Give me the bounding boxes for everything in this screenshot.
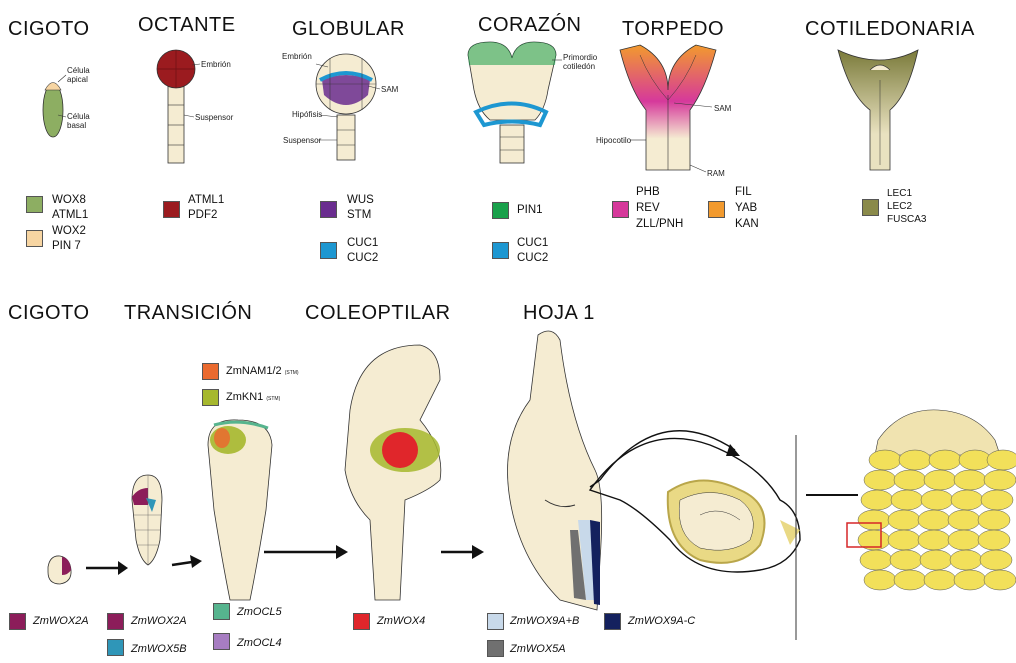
swatch-lec <box>862 199 879 216</box>
gene-stm: STM <box>347 208 371 223</box>
gene-lec2: LEC2 <box>887 200 912 213</box>
swatch-wus <box>320 201 337 218</box>
swatch-phb <box>612 201 629 218</box>
gene-atml1-a: ATML1 <box>52 208 88 223</box>
swatch-zmwox5a <box>487 640 504 657</box>
heart-drawing <box>468 42 562 163</box>
gene-atml1-b: ATML1 <box>188 193 224 208</box>
gene-cuc2-b: CUC2 <box>517 251 548 266</box>
maize-leaf1 <box>508 331 602 610</box>
gene-pin1: PIN1 <box>517 203 543 218</box>
gene-cuc1-a: CUC1 <box>347 236 378 251</box>
gene-zll: ZLL/PNH <box>636 217 683 232</box>
label-sam-torpedo: SAM <box>714 104 731 113</box>
gene-fil: FIL <box>735 185 752 200</box>
tag-zmnam: ZmNAM1/2 (STM) <box>226 365 299 377</box>
swatch-atml1 <box>163 201 180 218</box>
gene-zmwox4: ZmWOX4 <box>377 615 425 627</box>
swatch-zmocl4 <box>213 633 230 650</box>
swatch-zmwox2a-1 <box>9 613 26 630</box>
gene-wus: WUS <box>347 193 374 208</box>
tag-zmkn1: ZmKN1 (STM) <box>226 391 280 403</box>
swatch-wox2 <box>26 230 43 247</box>
label-celula-apical-2: apical <box>67 75 88 84</box>
swatch-zmwox5b <box>107 639 124 656</box>
gene-zmwox5b: ZmWOX5B <box>131 643 187 655</box>
maize-zygote <box>48 556 71 584</box>
gene-zmwox9ac: ZmWOX9A-C <box>628 615 695 627</box>
maize-cob <box>847 410 1016 590</box>
maize-transition-late <box>208 420 272 600</box>
swatch-fil <box>708 201 725 218</box>
label-hipofisis: Hipófisis <box>292 110 322 119</box>
label-celula-apical-1: Célula <box>67 66 90 75</box>
maize-transition <box>132 475 162 565</box>
zygote-drawing <box>43 75 66 137</box>
label-primordio-1: Primordio <box>563 53 597 62</box>
gene-fusca3: FUSCA3 <box>887 213 926 226</box>
maize-coleoptilar <box>345 345 441 600</box>
label-celula-basal-2: basal <box>67 121 86 130</box>
swatch-cuc-corazon <box>492 242 509 259</box>
torpedo-drawing <box>620 45 716 172</box>
gene-cuc1-b: CUC1 <box>517 236 548 251</box>
swatch-zmwox2a-2 <box>107 613 124 630</box>
octant-drawing <box>157 50 200 163</box>
cotyledonary-drawing <box>838 50 918 170</box>
gene-cuc2-a: CUC2 <box>347 251 378 266</box>
maize-seed-section <box>590 431 800 572</box>
label-suspensor-octante: Suspensor <box>195 113 233 122</box>
label-embrion-octante: Embrión <box>201 60 231 69</box>
divider-line <box>796 435 858 640</box>
gene-zmocl4: ZmOCL4 <box>237 637 282 649</box>
gene-lec1: LEC1 <box>887 187 912 200</box>
swatch-wox8 <box>26 196 43 213</box>
gene-zmwox9ab: ZmWOX9A+B <box>510 615 579 627</box>
label-hipocotilo: Hipocotilo <box>596 136 631 145</box>
label-sam-globular: SAM <box>381 85 398 94</box>
gene-pin7: PIN 7 <box>52 239 81 254</box>
gene-zmwox2a-2: ZmWOX2A <box>131 615 187 627</box>
label-primordio-2: cotiledón <box>563 62 595 71</box>
gene-kan: KAN <box>735 217 759 232</box>
swatch-zmwox9ab <box>487 613 504 630</box>
gene-phb: PHB <box>636 185 660 200</box>
gene-wox2: WOX2 <box>52 224 86 239</box>
gene-yab: YAB <box>735 201 757 216</box>
gene-wox8: WOX8 <box>52 193 86 208</box>
swatch-cuc-globular <box>320 242 337 259</box>
gene-zmocl5: ZmOCL5 <box>237 606 282 618</box>
label-ram: RAM <box>707 169 725 178</box>
label-embrion-globular: Embrión <box>282 52 312 61</box>
gene-zmwox5a: ZmWOX5A <box>510 643 566 655</box>
gene-rev: REV <box>636 201 660 216</box>
label-suspensor-globular: Suspensor <box>283 136 321 145</box>
gene-pdf2: PDF2 <box>188 208 217 223</box>
globular-drawing <box>316 54 380 160</box>
label-celula-basal-1: Célula <box>67 112 90 121</box>
swatch-zmnam <box>202 363 219 380</box>
gene-zmwox2a-1: ZmWOX2A <box>33 615 89 627</box>
swatch-zmwox9ac <box>604 613 621 630</box>
swatch-pin1 <box>492 202 509 219</box>
swatch-zmkn1 <box>202 389 219 406</box>
swatch-zmocl5 <box>213 603 230 620</box>
swatch-zmwox4 <box>353 613 370 630</box>
